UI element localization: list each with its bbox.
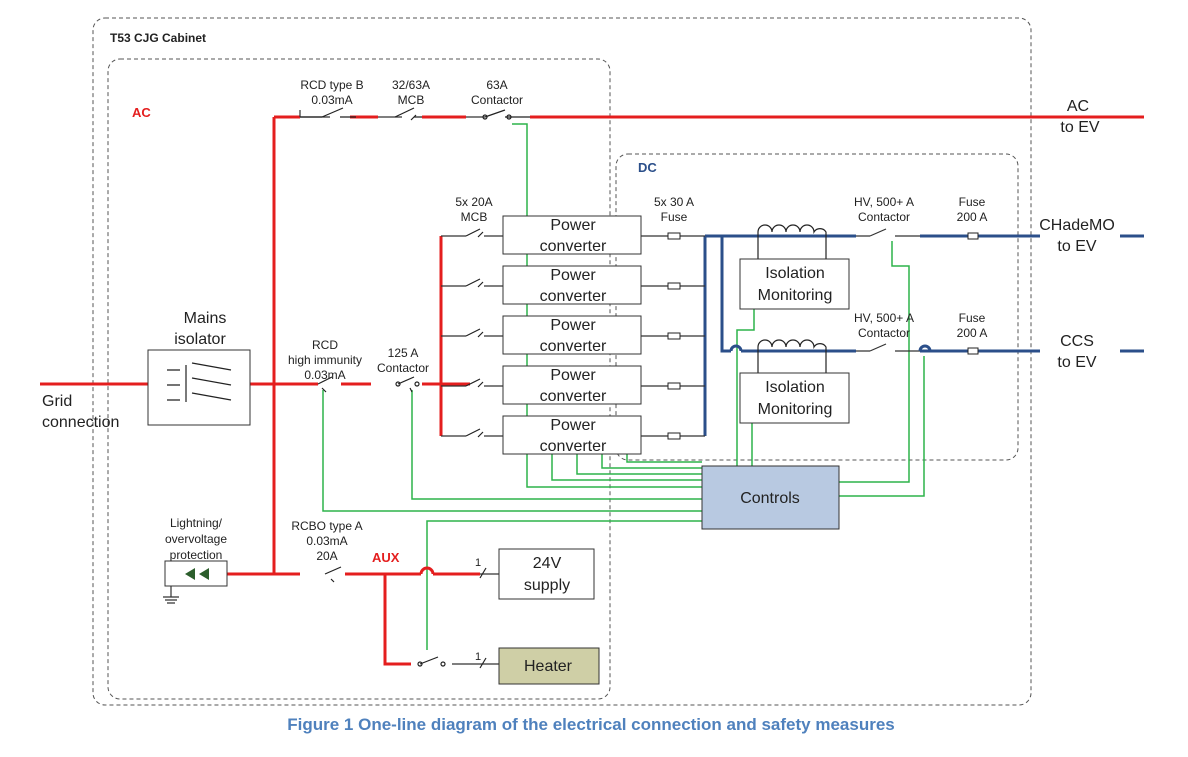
isolation-coils [757, 224, 827, 373]
rcd-hi-line-3: 0.03mA [304, 368, 345, 382]
isolation-monitoring-1-line-1: Isolation [765, 265, 825, 282]
supply-phase-count: 1 [475, 557, 481, 569]
rcbo-line-1: RCBO type A [291, 519, 362, 533]
chademo-output-line-1: CHadeMO [1039, 217, 1115, 234]
supply-24v-line-2: supply [524, 577, 570, 594]
figure-caption: Figure 1 One-line diagram of the electri… [287, 715, 894, 734]
converter-2-line-1: Power [550, 267, 596, 284]
converter-3-line-2: converter [540, 338, 607, 355]
heater-label: Heater [524, 658, 573, 675]
converter-2-line-2: converter [540, 288, 607, 305]
contactor-125-line-2: Contactor [377, 361, 429, 375]
isolation-monitoring-1-line-2: Monitoring [758, 287, 833, 304]
mcb-3263-line-1: 32/63A [392, 78, 430, 92]
mcb-3263-line-2: MCB [398, 93, 425, 107]
ccs-output-line-2: to EV [1057, 354, 1096, 371]
converter-4-line-1: Power [550, 367, 596, 384]
fuse-200-1-line-1: Fuse [959, 195, 986, 209]
rcbo-line-2: 0.03mA [306, 534, 347, 548]
dc-zone-boundary [615, 153, 1019, 461]
converter-5-line-2: converter [540, 438, 607, 455]
mains-isolator-label-1: Mains [184, 310, 227, 327]
isolation-monitoring-boxes [739, 258, 850, 424]
rcd-hi-line-1: RCD [312, 338, 338, 352]
ac-zone-boundary [107, 58, 611, 700]
converter-4-line-2: converter [540, 388, 607, 405]
ccs-output-line-1: CCS [1060, 333, 1094, 350]
ac-red-stubs [250, 115, 466, 386]
fuse-symbols [667, 232, 979, 440]
hv-contactor-1-line-2: Contactor [858, 210, 910, 224]
fuse-200-1-line-2: 200 A [957, 210, 988, 224]
lightning-protection-box [164, 560, 228, 587]
heater-phase-count: 1 [475, 651, 481, 663]
mcb-5x20-line-2: MCB [461, 210, 488, 224]
rcd-hi-line-2: high immunity [288, 353, 362, 367]
power-converters [502, 215, 642, 455]
isolation-monitoring-2-line-1: Isolation [765, 379, 825, 396]
converter-3-line-1: Power [550, 317, 596, 334]
supply-24v-box [498, 548, 595, 600]
rcbo-line-3: 20A [316, 549, 337, 563]
chademo-output-line-2: to EV [1057, 238, 1096, 255]
isolation-monitoring-2-line-2: Monitoring [758, 401, 833, 418]
power-converter-labels: Power converter Power converter Power co… [540, 217, 607, 455]
lightning-line-3: protection [170, 548, 223, 562]
aux-zone-label: AUX [372, 550, 400, 565]
lightning-line-2: overvoltage [165, 532, 227, 546]
hv-contactor-2-line-1: HV, 500+ A [854, 311, 914, 325]
controls-label: Controls [740, 490, 800, 507]
cabinet-boundary [92, 17, 1032, 706]
switch-symbols [300, 107, 530, 669]
rcd-b-line-1: RCD type B [300, 78, 363, 92]
hv-contactor-2-line-2: Contactor [858, 326, 910, 340]
ac-output-line-1: AC [1067, 98, 1089, 115]
fuse-200-2-line-1: Fuse [959, 311, 986, 325]
cabinet-label: T53 CJG Cabinet [110, 31, 206, 45]
fuse-200-2-line-2: 200 A [957, 326, 988, 340]
control-wiring [322, 123, 925, 650]
mcb-5x20-line-1: 5x 20A [455, 195, 492, 209]
dc-wiring [703, 234, 1144, 436]
converter-1-line-2: converter [540, 238, 607, 255]
mains-isolator-box [147, 349, 251, 426]
dc-zone-label: DC [638, 160, 657, 175]
converter-1-line-1: Power [550, 217, 596, 234]
grid-connection-line-1: Grid [42, 393, 72, 410]
ac-output-line-2: to EV [1060, 119, 1099, 136]
contactor-63-line-1: 63A [486, 78, 507, 92]
mains-isolator-label-2: isolator [174, 331, 226, 348]
dc-thin-wiring [419, 228, 978, 575]
converter-5-line-1: Power [550, 417, 596, 434]
lightning-line-1: Lightning/ [170, 516, 223, 530]
hv-contactor-1-line-1: HV, 500+ A [854, 195, 914, 209]
controls-box [701, 465, 840, 530]
heater-box [498, 647, 600, 685]
fuse-5x30-line-2: Fuse [661, 210, 688, 224]
contactor-125-line-1: 125 A [388, 346, 419, 360]
fuse-5x30-line-1: 5x 30 A [654, 195, 694, 209]
supply-24v-line-1: 24V [533, 555, 562, 572]
contactor-63-line-2: Contactor [471, 93, 523, 107]
grid-connection-line-2: connection [42, 414, 119, 431]
ac-zone-label: AC [132, 105, 151, 120]
rcd-b-line-2: 0.03mA [311, 93, 352, 107]
